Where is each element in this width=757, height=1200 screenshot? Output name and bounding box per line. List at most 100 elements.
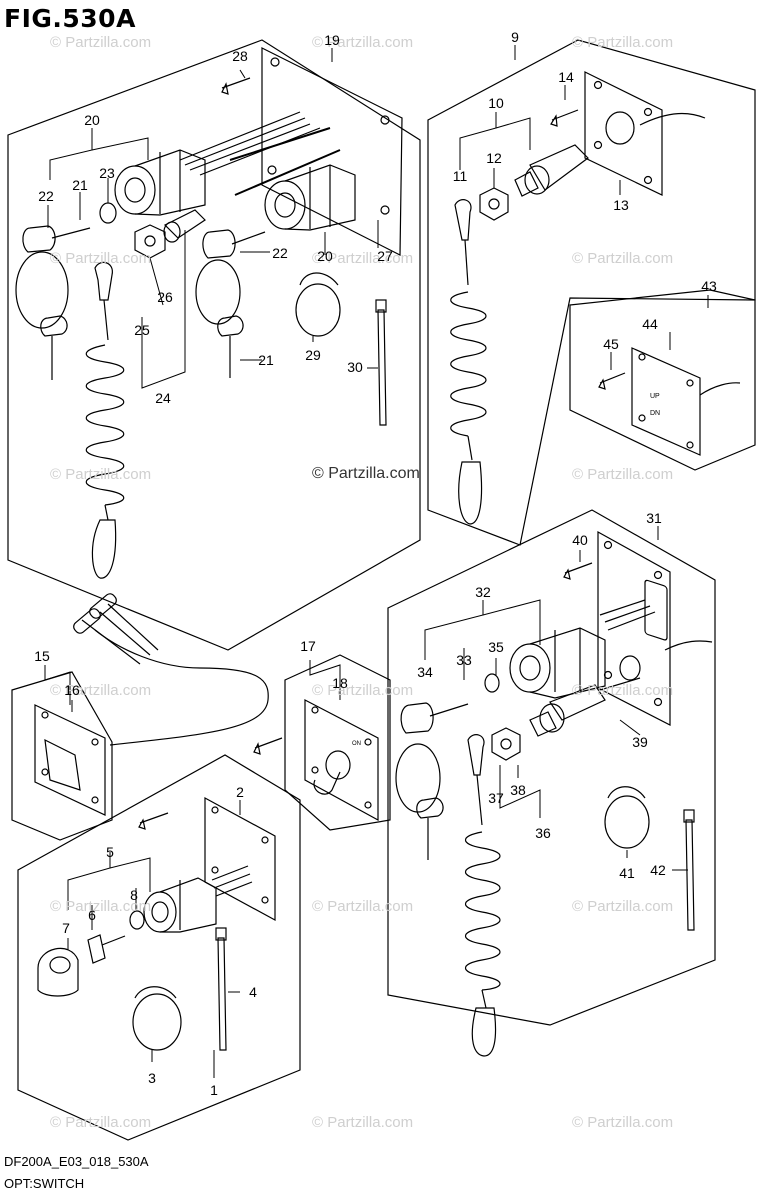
watermark: © Partzilla.com xyxy=(50,466,152,483)
group-15-panel xyxy=(11,671,113,841)
key-switch-32 xyxy=(509,599,656,699)
key-switch-left xyxy=(114,149,206,216)
callout-6: 6 xyxy=(88,907,96,923)
group-19-panel xyxy=(7,39,421,651)
cable-tie-42 xyxy=(683,809,695,931)
switch-dn-text: DN xyxy=(650,410,660,417)
plate-2 xyxy=(204,796,276,922)
callout-3: 3 xyxy=(148,1070,156,1086)
callout-22-b: 22 xyxy=(272,245,288,261)
lanyard-37 xyxy=(464,734,501,1057)
screw-45 xyxy=(598,372,626,390)
watermark: © Partzilla.com xyxy=(572,466,674,483)
harness-19 xyxy=(179,111,321,176)
switch-on-text: ON xyxy=(352,741,361,747)
key-6 xyxy=(87,934,126,964)
watermark: © Partzilla.com xyxy=(50,250,152,267)
callout-23: 23 xyxy=(99,165,115,181)
watermark: © Partzilla.com xyxy=(50,898,152,915)
callout-7: 7 xyxy=(62,920,70,936)
callout-17: 17 xyxy=(300,638,316,654)
cable-16 xyxy=(94,629,269,746)
callout-1: 1 xyxy=(210,1082,218,1098)
callout-29: 29 xyxy=(305,347,321,363)
nut-38 xyxy=(491,727,521,761)
washer-23 xyxy=(99,202,117,224)
callout-26: 26 xyxy=(157,289,173,305)
callout-33: 33 xyxy=(456,652,472,668)
callout-24: 24 xyxy=(155,390,171,406)
watermark-center: © Partzilla.com xyxy=(312,465,420,482)
washer-35 xyxy=(484,673,500,693)
callout-9: 9 xyxy=(511,29,519,45)
washer-8 xyxy=(129,910,145,930)
screw-2 xyxy=(138,812,169,830)
group-43-panel xyxy=(569,289,756,471)
screw-14 xyxy=(550,109,579,127)
figure-title: FIG.530A xyxy=(4,4,136,33)
callout-30: 30 xyxy=(347,359,363,375)
plate-19 xyxy=(261,47,403,256)
screw-17 xyxy=(253,737,283,755)
callout-35: 35 xyxy=(488,639,504,655)
callout-42: 42 xyxy=(650,862,666,878)
group-9-panel xyxy=(427,39,756,546)
callout-40: 40 xyxy=(572,532,588,548)
group-17-panel xyxy=(284,654,391,831)
callout-39: 39 xyxy=(632,734,648,750)
watermark: © Partzilla.com xyxy=(312,250,414,267)
callout-14: 14 xyxy=(558,69,574,85)
watermark: © Partzilla.com xyxy=(572,250,674,267)
watermark: © Partzilla.com xyxy=(312,682,414,699)
callout-20-a: 20 xyxy=(84,112,100,128)
callout-21-a: 21 xyxy=(72,177,88,193)
lanyard-24 xyxy=(85,261,125,579)
watermark: © Partzilla.com xyxy=(312,1114,414,1131)
diagram-code: DF200A_E03_018_530A xyxy=(4,1154,149,1169)
switch-up-text: UP xyxy=(650,393,660,400)
cover-7 xyxy=(37,947,79,997)
callout-44: 44 xyxy=(642,316,658,332)
lanyard-11 xyxy=(450,199,487,525)
callout-43: 43 xyxy=(701,278,717,294)
watermark: © Partzilla.com xyxy=(572,682,674,699)
cable-tie-30 xyxy=(375,299,387,426)
stop-switch-39 xyxy=(529,677,641,737)
watermark: © Partzilla.com xyxy=(50,34,152,51)
watermark: © Partzilla.com xyxy=(50,1114,152,1131)
cap-41 xyxy=(604,786,650,849)
key-switch-5 xyxy=(143,865,253,933)
nut-10 xyxy=(479,187,509,221)
callout-4: 4 xyxy=(249,984,257,1000)
leader-lines xyxy=(44,45,709,1078)
key-22-right xyxy=(195,229,266,378)
watermark: © Partzilla.com xyxy=(312,34,414,51)
callout-11: 11 xyxy=(452,168,468,184)
callout-16: 16 xyxy=(64,682,80,698)
callout-2: 2 xyxy=(236,784,244,800)
callout-5: 5 xyxy=(106,844,114,860)
callout-41: 41 xyxy=(619,865,635,881)
cap-29 xyxy=(295,272,341,337)
diagram-caption: OPT:SWITCH xyxy=(4,1176,85,1191)
cable-tie-4 xyxy=(215,927,227,1051)
nut-26 xyxy=(134,224,166,259)
group-1-panel xyxy=(17,754,301,1141)
plate-13 xyxy=(584,71,663,196)
callout-18: 18 xyxy=(332,675,348,691)
key-22-left xyxy=(15,225,91,380)
callout-25: 25 xyxy=(134,322,150,338)
plate-44 xyxy=(631,347,701,456)
callout-19: 19 xyxy=(324,32,340,48)
callout-8: 8 xyxy=(130,887,138,903)
callout-38: 38 xyxy=(510,782,526,798)
callout-27: 27 xyxy=(377,248,393,264)
callout-36: 36 xyxy=(535,825,551,841)
group-31-panel xyxy=(387,509,716,1026)
callout-22-a: 22 xyxy=(38,188,54,204)
screw-40 xyxy=(563,562,593,580)
watermark: © Partzilla.com xyxy=(312,898,414,915)
callout-13: 13 xyxy=(613,197,629,213)
callout-10: 10 xyxy=(488,95,504,111)
callout-31: 31 xyxy=(646,510,662,526)
